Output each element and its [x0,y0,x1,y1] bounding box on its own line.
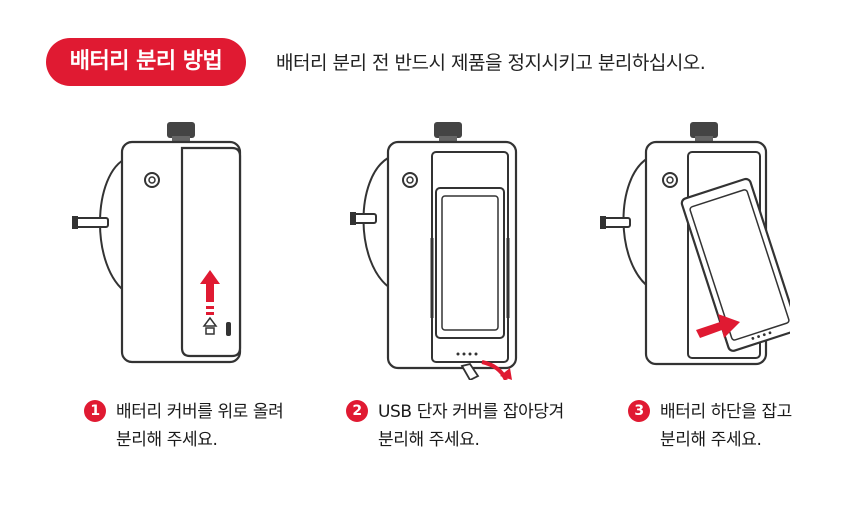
step1-illustration [72,118,262,380]
step-1-caption: 1 배터리 커버를 위로 올려 분리해 주세요. [84,398,284,454]
step3-illustration [600,118,790,380]
step-3-line1: 배터리 하단을 잡고 [660,402,792,422]
step-2-caption: 2 USB 단자 커버를 잡아당겨 분리해 주세요. [346,398,564,454]
step2-illustration [350,118,540,380]
step-1-number: 1 [84,400,106,422]
warning-note: 배터리 분리 전 반드시 제품을 정지시키고 분리하십시오. [276,52,706,74]
step-3-number: 3 [628,400,650,422]
push-arrow-icon [696,314,740,338]
step-2-number: 2 [346,400,368,422]
step-1-line1: 배터리 커버를 위로 올려 [116,402,284,422]
step-3-caption: 3 배터리 하단을 잡고 분리해 주세요. [628,398,792,454]
step-3-line2: 분리해 주세요. [660,430,762,450]
step-2-line2: 분리해 주세요. [378,430,480,450]
step-1-line2: 분리해 주세요. [116,430,218,450]
section-badge: 배터리 분리 방법 [46,38,246,86]
up-arrow-icon [200,270,220,315]
step-2-line1: USB 단자 커버를 잡아당겨 [378,402,564,422]
pull-arrow-icon [481,360,512,380]
